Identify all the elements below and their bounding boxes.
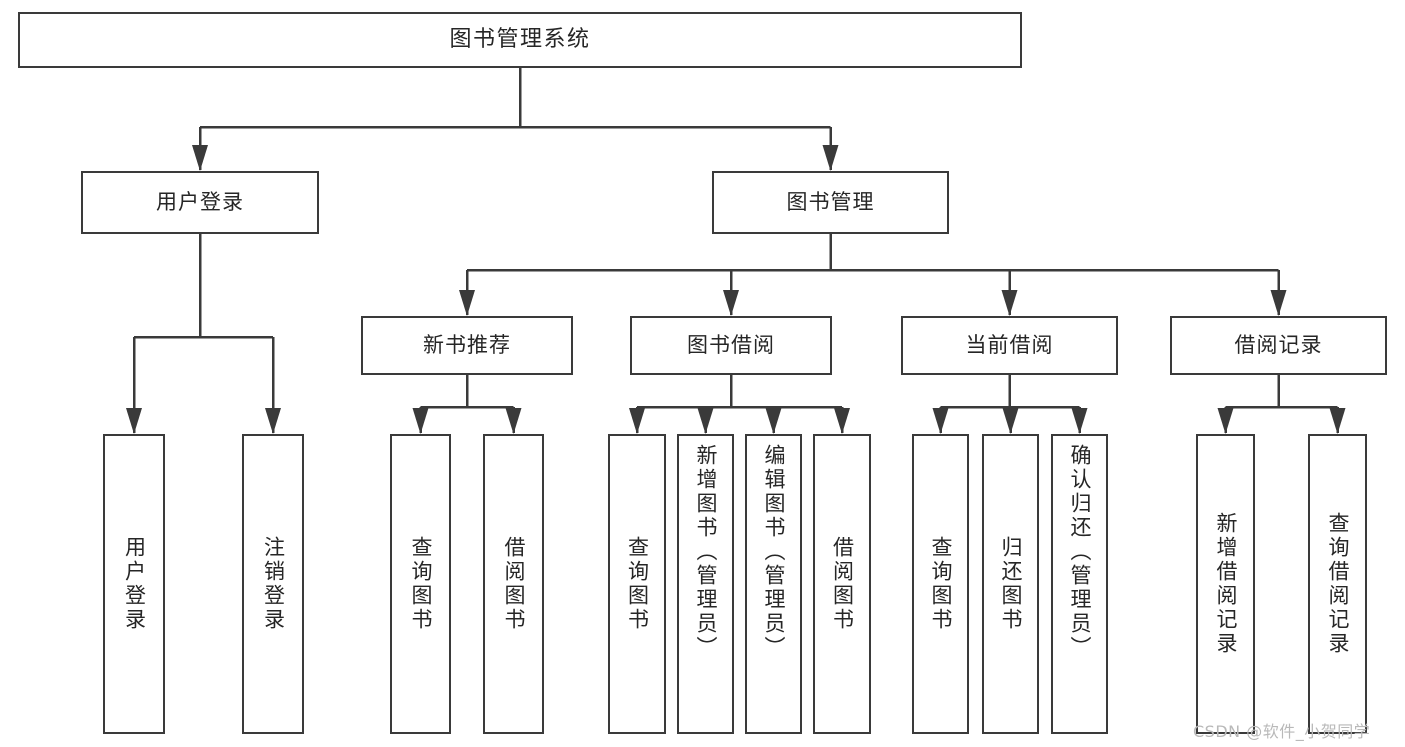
node-leaf-bw-edit[interactable]: 编辑图书（管理员） — [745, 434, 802, 734]
connector-arrowhead — [459, 290, 475, 316]
node-login[interactable]: 用户登录 — [81, 171, 319, 234]
node-label: 查询图书 — [929, 536, 953, 632]
node-label: 图书管理系统 — [449, 27, 591, 53]
node-leaf-cur-confirm[interactable]: 确认归还（管理员） — [1051, 434, 1108, 734]
node-label: 借阅图书 — [502, 536, 526, 632]
node-bookmgmt[interactable]: 图书管理 — [712, 171, 949, 234]
node-root[interactable]: 图书管理系统 — [18, 12, 1022, 68]
node-leaf-rec-add[interactable]: 新增借阅记录 — [1196, 434, 1255, 734]
connector-arrowhead — [1329, 408, 1346, 434]
node-label: 确认归还（管理员） — [1068, 444, 1092, 660]
node-label: 用户登录 — [156, 190, 244, 215]
node-leaf-login-out[interactable]: 注销登录 — [242, 434, 304, 734]
connector-arrowhead — [1002, 408, 1019, 434]
node-label: 图书管理 — [786, 190, 875, 215]
connector-arrowhead — [822, 145, 839, 171]
node-label: 注销登录 — [261, 536, 286, 632]
connector-arrowhead — [723, 290, 739, 316]
connector-arrowhead — [629, 408, 645, 434]
node-label: 当前借阅 — [965, 333, 1054, 358]
connector-arrowhead — [697, 408, 714, 434]
node-leaf-bw-query[interactable]: 查询图书 — [608, 434, 666, 734]
connector-arrowhead — [412, 408, 429, 434]
node-label: 归还图书 — [999, 536, 1023, 632]
node-records[interactable]: 借阅记录 — [1170, 316, 1387, 375]
node-leaf-bw-add[interactable]: 新增图书（管理员） — [677, 434, 734, 734]
node-leaf-new-query[interactable]: 查询图书 — [390, 434, 451, 734]
node-label: 查询图书 — [625, 536, 650, 632]
node-label: 编辑图书（管理员） — [762, 444, 786, 660]
node-leaf-new-borrow[interactable]: 借阅图书 — [483, 434, 544, 734]
node-leaf-rec-query[interactable]: 查询借阅记录 — [1308, 434, 1367, 734]
connector-arrowhead — [765, 408, 782, 434]
node-current[interactable]: 当前借阅 — [901, 316, 1118, 375]
node-label: 借阅图书 — [830, 536, 855, 632]
connector-arrowhead — [932, 408, 949, 434]
node-label: 新书推荐 — [423, 333, 511, 358]
watermark: CSDN @软件_小贺同学 — [1193, 722, 1371, 741]
node-leaf-bw-lend[interactable]: 借阅图书 — [813, 434, 871, 734]
node-label: 图书借阅 — [687, 333, 775, 358]
node-label: 新增借阅记录 — [1214, 512, 1238, 656]
node-label: 借阅记录 — [1234, 333, 1323, 358]
node-borrow[interactable]: 图书借阅 — [630, 316, 832, 375]
connector-arrowhead — [1217, 408, 1234, 434]
node-label: 用户登录 — [122, 536, 147, 632]
connector-arrowhead — [505, 408, 522, 434]
connector-arrowhead — [192, 145, 208, 171]
connector-arrowhead — [834, 408, 850, 434]
node-label: 查询借阅记录 — [1326, 512, 1350, 656]
connector-arrowhead — [1001, 290, 1018, 316]
connector-arrowhead — [1071, 408, 1088, 434]
connector-arrowhead — [265, 408, 281, 434]
connector-arrowhead — [126, 408, 142, 434]
node-label: 查询图书 — [409, 536, 433, 632]
connector-arrowhead — [1270, 290, 1287, 316]
node-leaf-cur-query[interactable]: 查询图书 — [912, 434, 969, 734]
node-label: 新增图书（管理员） — [694, 444, 718, 660]
node-newbook[interactable]: 新书推荐 — [361, 316, 573, 375]
node-leaf-login-in[interactable]: 用户登录 — [103, 434, 165, 734]
node-leaf-cur-return[interactable]: 归还图书 — [982, 434, 1039, 734]
